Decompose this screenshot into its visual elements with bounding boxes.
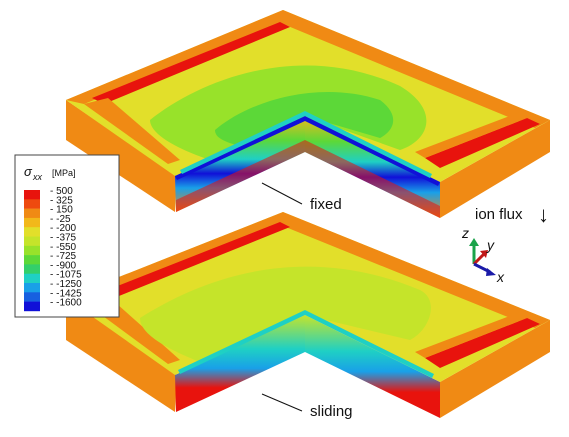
y-axis-arrow-icon [472, 252, 486, 266]
bottom-front-inner-wall [175, 315, 305, 412]
z-axis-label: z [461, 225, 469, 241]
legend-swatch [24, 208, 40, 219]
legend-subscript: xx [32, 172, 43, 182]
legend-value-label: - -550 [50, 242, 77, 253]
fixed-label: fixed [310, 196, 342, 213]
legend-unit: [MPa] [52, 168, 76, 178]
x-axis-label: x [496, 269, 505, 285]
bottom-yellow-interior [140, 266, 431, 362]
legend-value-label: - -1075 [50, 270, 82, 281]
legend-value-label: - -1425 [50, 288, 82, 299]
top-rim-orange [66, 10, 550, 128]
legend-swatch [24, 190, 40, 200]
sliding-label: sliding [310, 403, 353, 420]
legend-value-label: - -1250 [50, 279, 82, 290]
bottom-left-wall [66, 298, 177, 412]
fixed-leader-line [261, 182, 303, 205]
axis-triad: z y x [461, 225, 505, 285]
legend-swatch [24, 217, 40, 228]
legend-swatches [24, 190, 40, 312]
legend-value-label: - 325 [50, 195, 73, 206]
bottom-front-right-wall [305, 315, 440, 418]
bottom-red-band-right [425, 318, 540, 368]
top-seam-left [175, 116, 305, 180]
ion-flux-arrow-icon: ↓ [538, 202, 549, 227]
color-legend: σ xx [MPa] - 500- 325- 150- -25- -200- -… [14, 154, 120, 318]
legend-swatch [24, 273, 40, 284]
sliding-leader-line [261, 393, 303, 412]
legend-swatch [24, 283, 40, 293]
legend-swatch [24, 199, 40, 209]
top-orange-band-right [415, 112, 527, 158]
top-seam-right [305, 116, 440, 186]
legend-swatch [24, 236, 40, 247]
bottom-orange-band-right [415, 312, 527, 358]
bottom-right-wall [440, 320, 550, 418]
top-left-wall [66, 100, 177, 212]
top-right-wall [440, 120, 550, 218]
bottom-model [66, 212, 550, 418]
legend-swatch [24, 292, 40, 302]
legend-swatch [24, 301, 40, 312]
x-arrowhead-icon [486, 268, 496, 276]
legend-value-label: - -725 [50, 251, 77, 262]
top-model [66, 10, 550, 218]
legend-value-label: - -900 [50, 260, 77, 271]
z-arrowhead-icon [469, 238, 479, 246]
legend-swatch [24, 264, 40, 274]
legend-symbol: σ [24, 164, 33, 179]
ion-flux-label: ion flux [475, 206, 523, 223]
legend-value-label: - -25 [50, 214, 71, 225]
y-axis-label: y [486, 237, 495, 253]
legend-value-label: - 500 [50, 186, 73, 197]
top-orange-band-left [84, 98, 180, 164]
legend-value-label: - 150 [50, 205, 73, 216]
legend-swatch [24, 255, 40, 265]
legend-value-label: - -200 [50, 223, 77, 234]
legend-value-label: - -375 [50, 233, 77, 244]
legend-swatch [24, 227, 40, 237]
top-red-band-right [425, 118, 540, 168]
bottom-red-band-back-left [92, 222, 290, 302]
legend-values: - 500- 325- 150- -25- -200- -375- -550- … [50, 186, 82, 309]
y-arrowhead-icon [480, 250, 488, 258]
legend-swatch [24, 245, 40, 256]
top-red-base-strip [176, 140, 440, 218]
top-red-band-back-left [92, 22, 290, 104]
legend-value-label: - -1600 [50, 298, 82, 309]
